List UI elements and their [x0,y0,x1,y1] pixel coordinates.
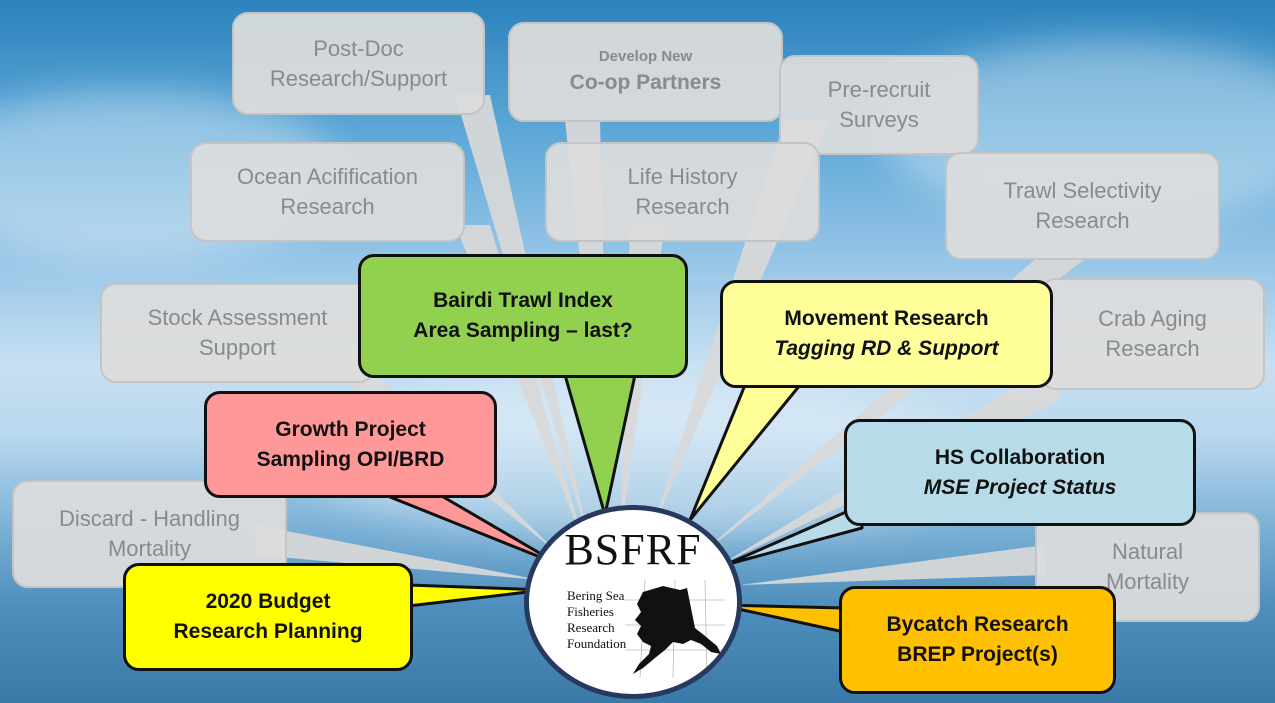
node-label-line: Research Planning [173,620,363,643]
logo-title: BSFRF [564,525,702,574]
node-pre-recruit: Pre-recruit Surveys [779,55,979,155]
node-label-line: BREP Project(s) [897,643,1058,666]
node-label-line: Growth Project [275,417,426,441]
node-natural-mortality: Natural Mortality [1035,512,1260,622]
node-label-line: Research [1105,336,1200,361]
connector-movement [688,383,802,522]
node-label-line: Tagging RD & Support [774,337,999,360]
node-life-history: Life History Research [545,142,820,242]
logo-subtitle-line: Research [567,620,615,635]
node-label-line: Develop New [598,48,693,65]
node-label-line: Natural [1112,539,1183,564]
node-post-doc: Post-Doc Research/Support [232,12,485,115]
node-label-line: Co-op Partners [569,71,722,94]
node-crab-aging: Crab Aging Research [1040,278,1265,390]
logo-subtitle-line: Fisheries [567,604,614,619]
node-bycatch-research: Bycatch Research BREP Project(s) [839,586,1116,694]
node-bairdi-trawl-index: Bairdi Trawl Index Area Sampling – last? [358,254,688,378]
node-label-line: Bairdi Trawl Index [433,289,613,312]
node-label-line: Post-Doc [313,35,404,61]
connector-discard [255,525,540,580]
node-label-line: Surveys [839,107,919,132]
node-label-line: Sampling OPI/BRD [256,447,445,471]
node-movement-research: Movement Research Tagging RD & Support [720,280,1053,388]
node-label-line: Crab Aging [1098,306,1207,331]
node-ocean-acidification: Ocean Acifification Research [190,142,465,242]
node-label-line: Area Sampling – last? [413,319,633,342]
node-label-line: Bycatch Research [886,613,1069,636]
node-stock-assessment: Stock Assessment Support [100,283,375,383]
node-trawl-selectivity: Trawl Selectivity Research [945,152,1220,260]
bsfrf-logo: BSFRF Bering Sea Fisheries Research Foun… [524,505,742,699]
connector-natural [740,545,1045,585]
node-label-line: Mortality [107,536,192,561]
connector-hs [723,503,864,567]
node-label-line: Life History [627,164,738,189]
node-label-line: Trawl Selectivity [1003,178,1162,203]
node-label-line: Discard - Handling [59,506,240,531]
node-hs-collaboration: HS Collaboration MSE Project Status [844,419,1196,526]
node-label-line: Mortality [1105,569,1190,594]
node-label-line: Support [198,335,277,360]
node-label-line: Research [1035,208,1130,233]
logo-subtitle-line: Foundation [567,636,627,651]
node-label-line: HS Collaboration [934,445,1106,469]
node-label-line: Research/Support [269,65,448,91]
node-label-line: Movement Research [784,307,989,330]
node-2020-budget: 2020 Budget Research Planning [123,563,413,671]
node-growth-project: Growth Project Sampling OPI/BRD [204,391,497,498]
node-label-line: MSE Project Status [923,475,1117,499]
node-label-line: Pre-recruit [827,77,931,102]
node-label-line: Stock Assessment [147,305,328,330]
node-label-line: Research [280,194,375,219]
node-label-line: Ocean Acifification [237,164,418,189]
node-label-line: 2020 Budget [205,590,331,613]
node-label-line: Research [635,194,730,219]
logo-subtitle: Bering Sea Fisheries Research Foundation [567,588,626,652]
logo-subtitle-line: Bering Sea [567,588,625,603]
alaska-map-icon [625,580,725,678]
node-co-op: Develop New Co-op Partners [508,22,783,122]
